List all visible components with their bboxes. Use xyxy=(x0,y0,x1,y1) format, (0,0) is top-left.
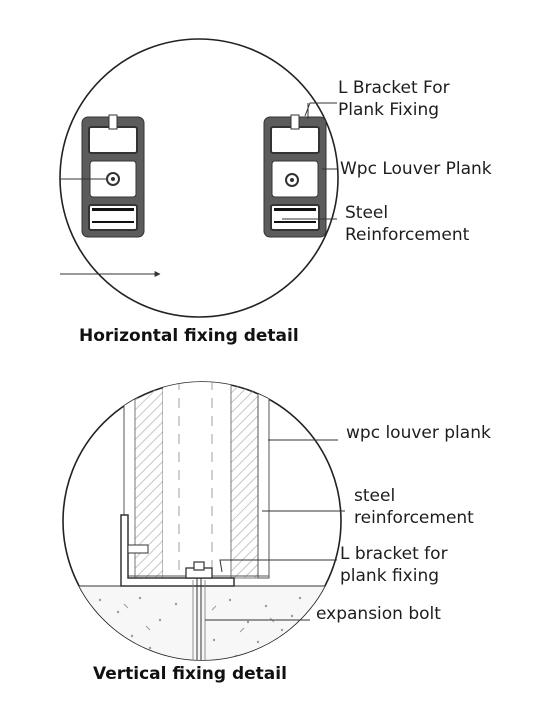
wpc-louver-plank-label-vertical: wpc louver plank xyxy=(346,423,491,443)
steel-reinforcement-label: Steel Reinforcement xyxy=(345,203,470,245)
expansion-bolt-label: expansion bolt xyxy=(316,604,441,624)
horizontal-leaders xyxy=(60,102,337,277)
steel-reinforcement-label-vertical: steel reinforcement xyxy=(354,486,474,528)
l-bracket-label: L Bracket For Plank Fixing xyxy=(338,78,450,120)
vertical-detail-circle xyxy=(62,381,342,661)
horizontal-detail-circle xyxy=(59,38,339,318)
wpc-plank-profile-left xyxy=(81,114,145,238)
wpc-louver-plank-label: Wpc Louver Plank xyxy=(340,159,492,179)
horizontal-caption: Horizontal fixing detail xyxy=(79,326,299,346)
vertical-caption: Vertical fixing detail xyxy=(93,664,287,684)
vertical-leaders xyxy=(205,439,345,621)
wpc-plank-profile-right xyxy=(263,114,327,238)
l-bracket-label-vertical: L bracket for plank fixing xyxy=(340,544,448,586)
